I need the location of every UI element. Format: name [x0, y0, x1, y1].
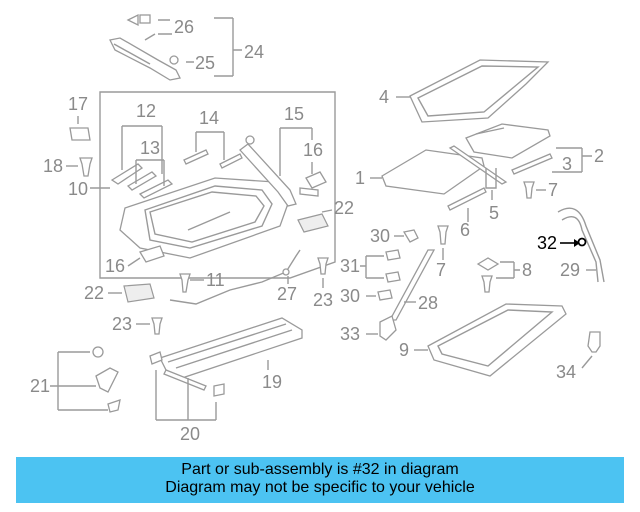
part-4-glass — [409, 59, 550, 123]
part-3-strip — [511, 153, 553, 175]
part-5-bracket — [485, 168, 497, 189]
leader-34 — [581, 355, 593, 369]
leader-12 — [121, 125, 163, 174]
callout-28: 28 — [418, 293, 438, 313]
part-18 — [79, 157, 93, 177]
callout-30-top: 30 — [370, 226, 390, 246]
part-33 — [379, 315, 397, 341]
leader-20 — [155, 370, 217, 421]
leader-16-bottom — [127, 257, 141, 267]
info-banner: Part or sub-assembly is #32 in diagram D… — [16, 457, 624, 503]
part-29-drain-inner — [561, 216, 599, 283]
part-19-lines — [167, 323, 293, 369]
banner-line-2: Diagram may not be specific to your vehi… — [165, 479, 475, 496]
part-32 — [577, 237, 587, 247]
callout-6: 6 — [460, 220, 470, 240]
callout-21: 21 — [30, 376, 50, 396]
callout-8: 8 — [522, 260, 532, 280]
part-7-lower — [437, 225, 449, 245]
callout-7-right: 7 — [548, 180, 558, 200]
part-8-clip — [476, 257, 500, 271]
callout-29: 29 — [560, 260, 580, 280]
callout-16-bottom: 16 — [105, 256, 125, 276]
part-7-right — [523, 181, 535, 199]
part-6-strip — [447, 187, 487, 211]
callout-33: 33 — [340, 324, 360, 344]
callout-23-left: 23 — [112, 314, 132, 334]
leader-31 — [360, 255, 384, 279]
part-28-hose — [388, 249, 436, 321]
callout-23-right: 23 — [313, 290, 333, 310]
callout-30-bottom: 30 — [340, 286, 360, 306]
callout-10: 10 — [68, 179, 88, 199]
part-27-cable — [169, 249, 301, 305]
leader-15 — [279, 127, 313, 176]
callout-7-lower: 7 — [436, 260, 446, 280]
part-2-panel — [465, 123, 551, 159]
part-31-a — [385, 249, 401, 261]
callout-22-left: 22 — [84, 283, 104, 303]
part-20-end-left — [149, 351, 163, 365]
leader-32-arrow — [574, 239, 580, 247]
callout-20: 20 — [180, 424, 200, 444]
part-2-shine — [475, 127, 505, 135]
part-31-b — [385, 271, 401, 283]
part-9-frame — [427, 303, 567, 377]
part-27-clip — [282, 268, 290, 276]
callout-4: 4 — [379, 87, 389, 107]
callout-12: 12 — [136, 101, 156, 121]
part-21-clip — [107, 399, 121, 413]
part-23-right — [317, 257, 329, 275]
part-group-24 — [109, 13, 242, 81]
callout-17: 17 — [68, 94, 88, 114]
part-29-drain — [557, 207, 605, 283]
callout-18: 18 — [43, 156, 63, 176]
part-23-left — [151, 317, 163, 335]
leader-2 — [552, 147, 592, 173]
leader-14 — [195, 131, 225, 160]
callout-1: 1 — [355, 168, 365, 188]
part-22-right — [297, 213, 329, 233]
callout-31: 31 — [340, 256, 360, 276]
part-30-bottom — [377, 289, 393, 301]
leader-22-right — [321, 209, 333, 213]
callout-26: 26 — [174, 17, 194, 37]
part-21-hinge — [95, 367, 119, 393]
callout-27: 27 — [277, 284, 297, 304]
part-19-sunshade — [159, 317, 303, 379]
part-17 — [69, 127, 91, 141]
part-30-top — [402, 229, 419, 243]
part-4-inner — [417, 65, 540, 117]
part-20-bar — [163, 369, 207, 391]
part-11 — [179, 273, 191, 293]
callout-2: 2 — [594, 146, 604, 166]
callout-13: 13 — [140, 138, 160, 158]
callout-22-right: 22 — [334, 198, 354, 218]
callout-25: 25 — [195, 53, 215, 73]
part-21-bolt — [92, 346, 104, 358]
leader-13 — [135, 159, 165, 186]
part-20-end-right — [213, 383, 225, 397]
callout-5: 5 — [489, 203, 499, 223]
callout-19: 19 — [262, 372, 282, 392]
leader-8 — [496, 261, 520, 279]
callout-3: 3 — [562, 154, 572, 174]
callout-32: 32 — [537, 233, 557, 253]
part-9-inner — [437, 309, 554, 367]
callout-15: 15 — [284, 104, 304, 124]
part-3-rail — [448, 145, 508, 185]
callout-24: 24 — [244, 42, 264, 62]
part-34 — [587, 331, 601, 353]
callout-11: 11 — [206, 270, 225, 290]
callout-9: 9 — [399, 340, 409, 360]
callout-34: 34 — [556, 362, 576, 382]
callout-14: 14 — [199, 108, 219, 128]
leader-21 — [50, 351, 108, 411]
part-8-bolt — [481, 275, 493, 293]
banner-line-1: Part or sub-assembly is #32 in diagram — [181, 461, 459, 478]
callout-16-top: 16 — [303, 140, 323, 160]
part-22-left — [123, 283, 155, 303]
